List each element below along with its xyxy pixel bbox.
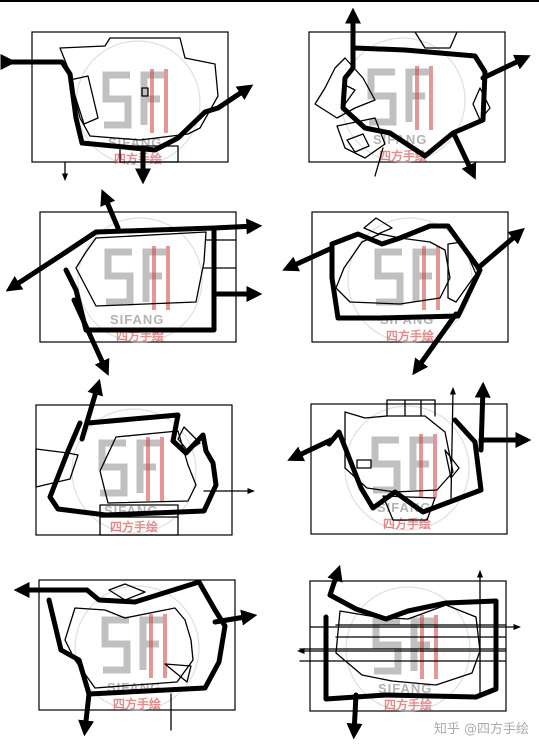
credit-watermark: 知乎 @四方手绘	[434, 718, 529, 737]
building-outline	[299, 604, 507, 686]
watermark-brand-latin: SIFANG	[110, 312, 164, 327]
credit-author: @四方手绘	[463, 722, 529, 737]
site-boundary	[310, 403, 508, 535]
circulation-paths	[287, 381, 532, 515]
building-outline	[75, 231, 237, 307]
watermark-brand-latin: SIFANG	[377, 500, 431, 515]
watermark-brand-cn: 四方手绘	[384, 697, 432, 712]
watermark-brand-cn: 四方手绘	[110, 519, 158, 534]
circulation-paths	[296, 564, 522, 740]
circulation-paths	[47, 378, 256, 518]
watermark-brand-cn: 四方手绘	[113, 696, 161, 711]
circulation-paths	[5, 189, 263, 376]
circulation-paths	[0, 53, 254, 185]
credit-platform: 知乎	[433, 722, 460, 737]
circulation-paths	[282, 223, 525, 376]
watermark-brand-cn: 四方手绘	[114, 151, 162, 166]
watermark-brand-cn: 四方手绘	[383, 516, 431, 531]
building-outline	[335, 217, 477, 305]
top-rule	[0, 0, 539, 2]
circulation-paths	[340, 7, 531, 180]
watermark-brand-cn: 四方手绘	[386, 328, 434, 343]
circulation-paths	[13, 579, 258, 737]
watermark-brand-latin: SIFANG	[378, 681, 432, 696]
